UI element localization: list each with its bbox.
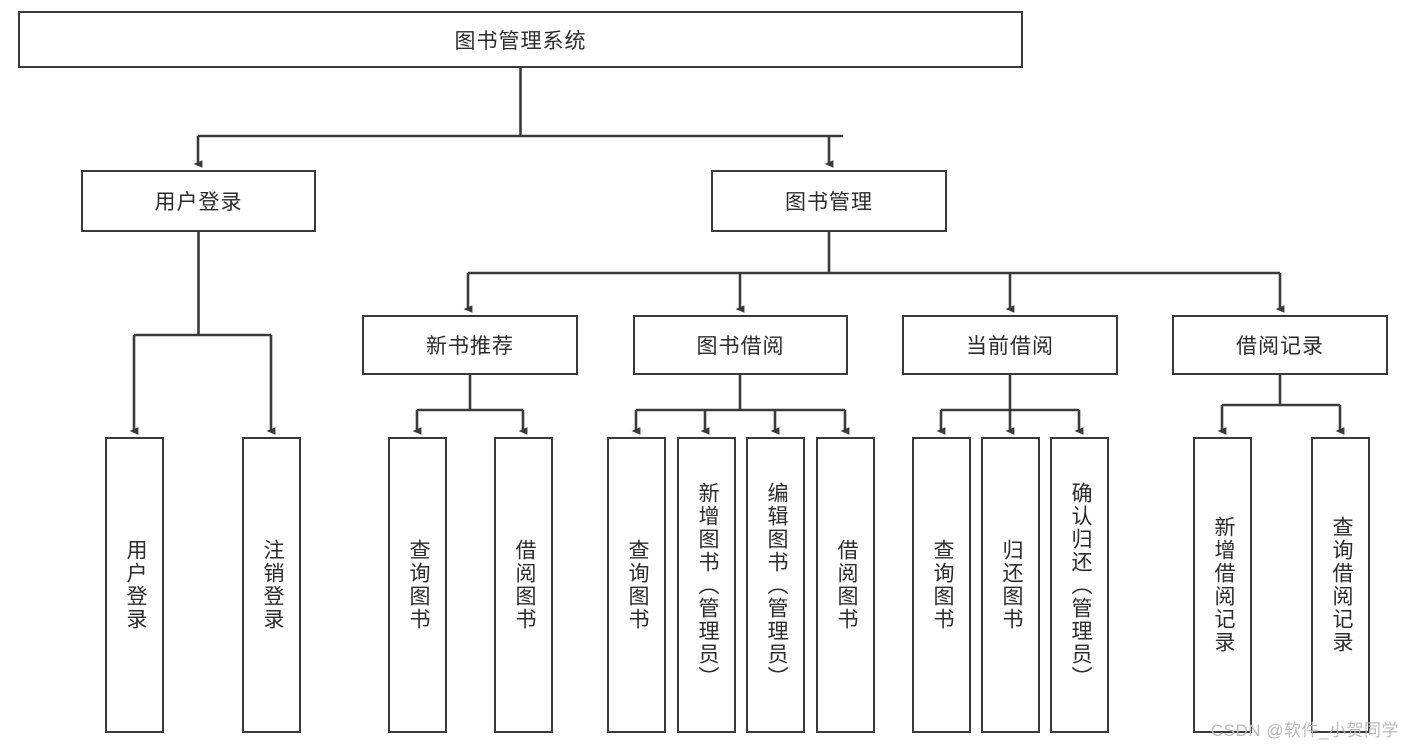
leaf-book-borrow-edit-book-admin[interactable]: 编辑图书（管理员） bbox=[746, 437, 805, 733]
node-label: 图书管理 bbox=[785, 191, 873, 214]
node-label: 图书借阅 bbox=[696, 335, 785, 358]
node-label: 图书管理系统 bbox=[454, 29, 587, 53]
leaf-current-borrow-confirm-return-admin[interactable]: 确认归还（管理员） bbox=[1050, 437, 1109, 733]
node-label: 新书推荐 bbox=[426, 335, 514, 358]
node-user-login[interactable]: 用户登录 bbox=[81, 170, 316, 232]
watermark: CSDN @软件_小贺同学 bbox=[1210, 721, 1399, 740]
node-book-borrow[interactable]: 图书借阅 bbox=[633, 315, 848, 375]
node-label: 借阅记录 bbox=[1236, 335, 1324, 358]
node-label: 确认归还（管理员） bbox=[1068, 481, 1092, 689]
leaf-new-book-query-book[interactable]: 查询图书 bbox=[388, 437, 447, 733]
node-label: 查询图书 bbox=[406, 539, 430, 631]
leaf-book-borrow-add-book-admin[interactable]: 新增图书（管理员） bbox=[677, 437, 736, 733]
node-label: 用户登录 bbox=[123, 539, 147, 631]
leaf-current-borrow-return-book[interactable]: 归还图书 bbox=[981, 437, 1040, 733]
node-borrow-record[interactable]: 借阅记录 bbox=[1172, 315, 1388, 375]
leaf-borrow-record-add-record[interactable]: 新增借阅记录 bbox=[1193, 437, 1252, 733]
leaf-user-login-login[interactable]: 用户登录 bbox=[105, 437, 164, 733]
node-label: 当前借阅 bbox=[966, 335, 1054, 358]
leaf-user-login-logout[interactable]: 注销登录 bbox=[242, 437, 301, 733]
node-new-book-recommend[interactable]: 新书推荐 bbox=[362, 315, 578, 375]
leaf-book-borrow-borrow-book[interactable]: 借阅图书 bbox=[816, 437, 875, 733]
node-label: 新增借阅记录 bbox=[1211, 516, 1235, 654]
node-current-borrow[interactable]: 当前借阅 bbox=[902, 315, 1118, 375]
leaf-borrow-record-query-record[interactable]: 查询借阅记录 bbox=[1311, 437, 1370, 733]
node-label: 借阅图书 bbox=[512, 539, 536, 631]
node-label: 新增图书（管理员） bbox=[695, 481, 719, 689]
node-book-management[interactable]: 图书管理 bbox=[711, 170, 947, 232]
node-label: 注销登录 bbox=[260, 539, 284, 631]
leaf-new-book-borrow-book[interactable]: 借阅图书 bbox=[494, 437, 553, 733]
node-label: 查询借阅记录 bbox=[1329, 516, 1353, 654]
node-label: 用户登录 bbox=[154, 191, 243, 214]
node-label: 查询图书 bbox=[930, 539, 954, 631]
node-label: 查询图书 bbox=[625, 539, 649, 631]
node-label: 编辑图书（管理员） bbox=[764, 481, 788, 689]
node-label: 归还图书 bbox=[999, 539, 1023, 631]
leaf-book-borrow-query-book[interactable]: 查询图书 bbox=[607, 437, 666, 733]
leaf-current-borrow-query-book[interactable]: 查询图书 bbox=[912, 437, 971, 733]
node-root-book-management-system[interactable]: 图书管理系统 bbox=[18, 11, 1023, 68]
node-label: 借阅图书 bbox=[834, 539, 858, 631]
